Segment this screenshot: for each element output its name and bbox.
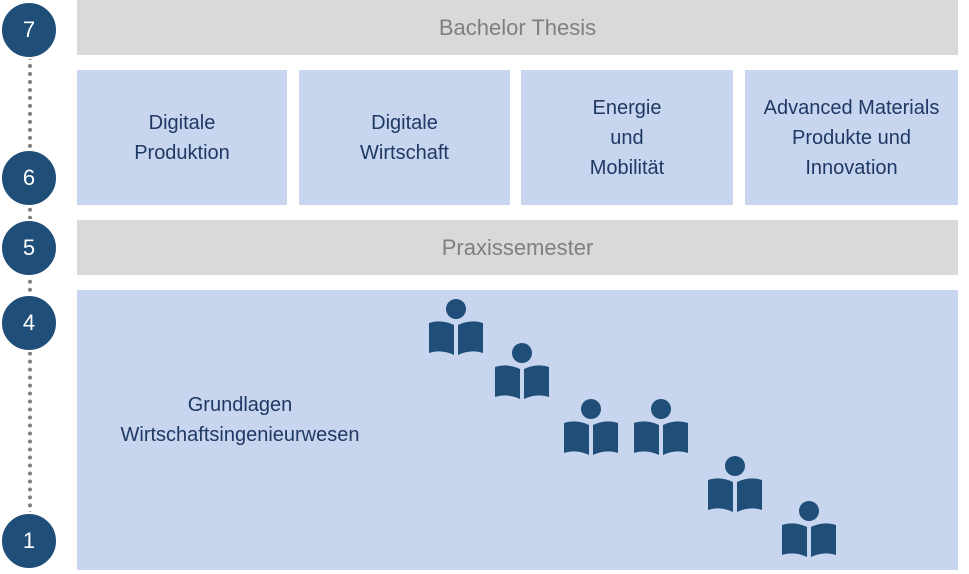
semester-7-circle: 7	[0, 1, 58, 59]
foundation-area	[77, 290, 958, 570]
reader-icon	[634, 399, 688, 455]
reader-icon	[564, 399, 618, 455]
reader-icon	[782, 501, 836, 557]
semester-4-circle: 4	[0, 294, 58, 352]
semester-6-circle: 6	[0, 149, 58, 207]
specialization-advanced-materials: Advanced Materials Produkte und Innovati…	[745, 70, 958, 205]
reader-icon	[495, 343, 549, 399]
specialization-digitale-produktion: Digitale Produktion	[77, 70, 287, 205]
praxissemester-bar: Praxissemester	[77, 220, 958, 275]
semester-1-circle: 1	[0, 512, 58, 570]
specialization-digitale-wirtschaft: Digitale Wirtschaft	[299, 70, 510, 205]
reader-icon	[708, 456, 762, 512]
bachelor-thesis-bar: Bachelor Thesis	[77, 0, 958, 55]
foundation-label: Grundlagen Wirtschaftsingenieurwesen	[120, 394, 360, 446]
semester-5-circle: 5	[0, 219, 58, 277]
timeline-dotted-line	[28, 40, 32, 540]
specialization-energie-mobilitaet: Energie und Mobilität	[521, 70, 733, 205]
reader-icon	[429, 299, 483, 355]
